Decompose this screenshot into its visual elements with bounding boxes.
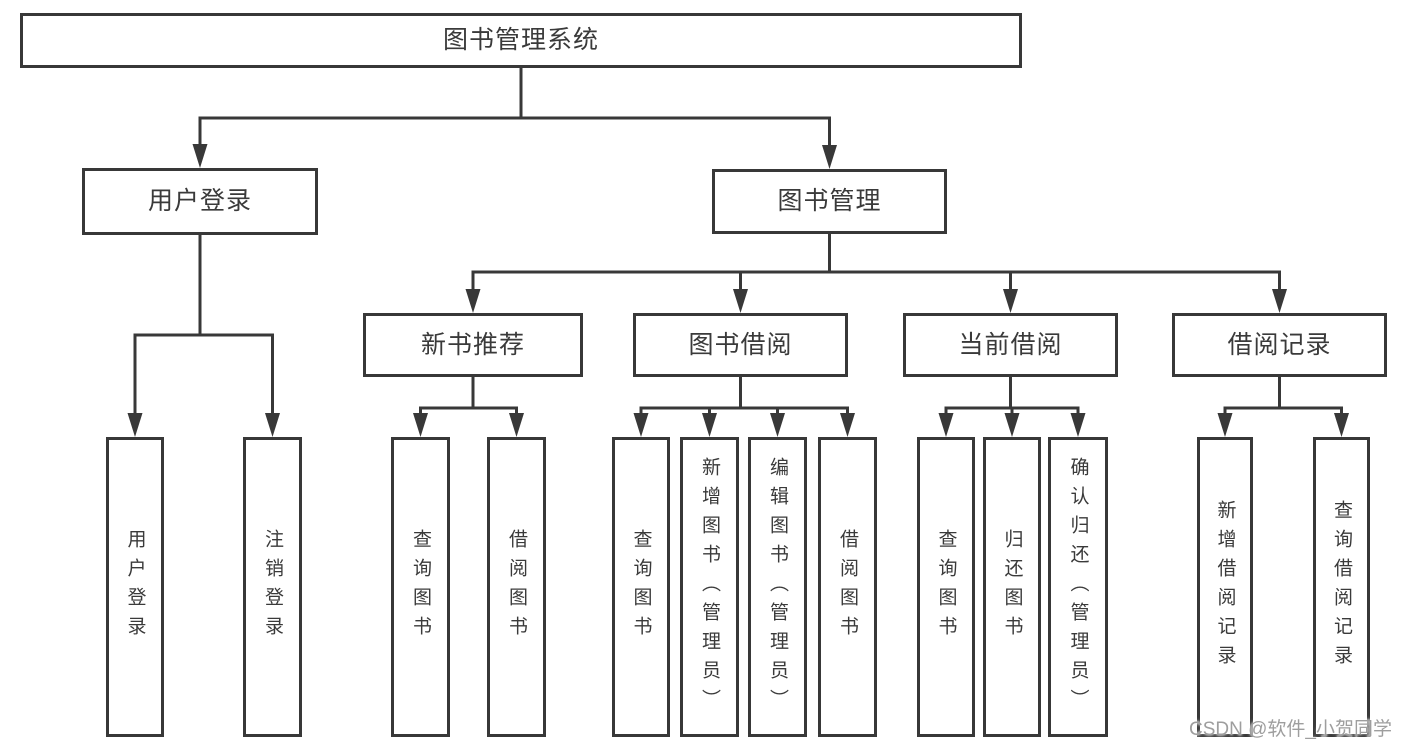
node-label-borrow-records: 借阅记录 <box>1227 330 1332 359</box>
node-label-book-borrow: 图书借阅 <box>688 330 793 359</box>
node-label-leaf-return-book: 归还图书 <box>1001 529 1023 645</box>
node-label-leaf-confirm-return: 确认归还（管理员） <box>1067 456 1089 718</box>
node-label-leaf-add-book: 新增图书（管理员） <box>699 456 720 718</box>
arrowhead-down-icon <box>938 413 954 437</box>
node-label-leaf-query-borrow-record: 查询借阅记录 <box>1331 500 1352 674</box>
node-label-leaf-borrow-book-2: 借阅图书 <box>837 529 858 645</box>
arrowhead-down-icon <box>733 289 748 313</box>
node-root: 图书管理系统 <box>20 13 1022 68</box>
node-label-book-mgmt: 图书管理 <box>777 187 882 215</box>
arrowhead-down-icon <box>1004 413 1020 437</box>
node-leaf-query-book-1: 查询图书 <box>391 437 450 737</box>
arrowhead-down-icon <box>822 145 837 169</box>
node-leaf-return-book: 归还图书 <box>983 437 1041 737</box>
arrowhead-down-icon <box>413 413 428 437</box>
node-leaf-query-book-3: 查询图书 <box>917 437 975 737</box>
node-book-mgmt: 图书管理 <box>712 169 947 234</box>
node-leaf-logout: 注销登录 <box>243 437 302 737</box>
node-label-leaf-logout: 注销登录 <box>262 529 283 645</box>
node-book-borrow: 图书借阅 <box>633 313 848 377</box>
node-leaf-query-borrow-record: 查询借阅记录 <box>1313 437 1370 737</box>
arrowhead-down-icon <box>509 413 524 437</box>
node-borrow-records: 借阅记录 <box>1172 313 1387 377</box>
arrowhead-down-icon <box>1070 413 1086 437</box>
node-label-current-borrow: 当前借阅 <box>958 330 1063 359</box>
node-current-borrow: 当前借阅 <box>903 313 1118 377</box>
node-label-leaf-edit-book: 编辑图书（管理员） <box>767 456 788 718</box>
arrowhead-down-icon <box>1217 413 1233 437</box>
arrowhead-down-icon <box>702 413 717 437</box>
node-label-leaf-query-book-1: 查询图书 <box>410 529 431 645</box>
node-leaf-add-book: 新增图书（管理员） <box>680 437 739 737</box>
node-leaf-borrow-book-1: 借阅图书 <box>487 437 546 737</box>
arrowhead-down-icon <box>265 413 280 437</box>
arrowhead-down-icon <box>1003 289 1018 313</box>
node-user-login: 用户登录 <box>82 168 318 235</box>
arrowhead-down-icon <box>770 413 785 437</box>
node-label-leaf-user-login: 用户登录 <box>124 529 146 645</box>
node-leaf-confirm-return: 确认归还（管理员） <box>1048 437 1108 737</box>
arrowhead-down-icon <box>192 144 208 168</box>
node-new-book-rec: 新书推荐 <box>363 313 583 377</box>
node-label-leaf-add-borrow-record: 新增借阅记录 <box>1214 500 1236 674</box>
node-label-leaf-query-book-3: 查询图书 <box>935 529 957 645</box>
arrowhead-down-icon <box>1334 413 1349 437</box>
node-label-root: 图书管理系统 <box>442 26 599 54</box>
arrowhead-down-icon <box>1272 289 1287 313</box>
node-label-new-book-rec: 新书推荐 <box>420 330 525 359</box>
node-leaf-edit-book: 编辑图书（管理员） <box>748 437 807 737</box>
arrowhead-down-icon <box>840 413 855 437</box>
node-leaf-user-login: 用户登录 <box>106 437 164 737</box>
node-label-user-login: 用户登录 <box>147 187 252 215</box>
node-label-leaf-query-book-2: 查询图书 <box>630 529 652 645</box>
arrowhead-down-icon <box>127 413 143 437</box>
tree-connector-path <box>133 66 1343 417</box>
watermark: CSDN @软件_小贺同学 <box>1189 719 1392 740</box>
node-leaf-borrow-book-2: 借阅图书 <box>818 437 877 737</box>
node-leaf-add-borrow-record: 新增借阅记录 <box>1197 437 1253 737</box>
node-label-leaf-borrow-book-1: 借阅图书 <box>506 529 527 645</box>
arrowhead-down-icon <box>633 413 649 437</box>
arrowhead-down-icon <box>465 289 481 313</box>
node-leaf-query-book-2: 查询图书 <box>612 437 670 737</box>
